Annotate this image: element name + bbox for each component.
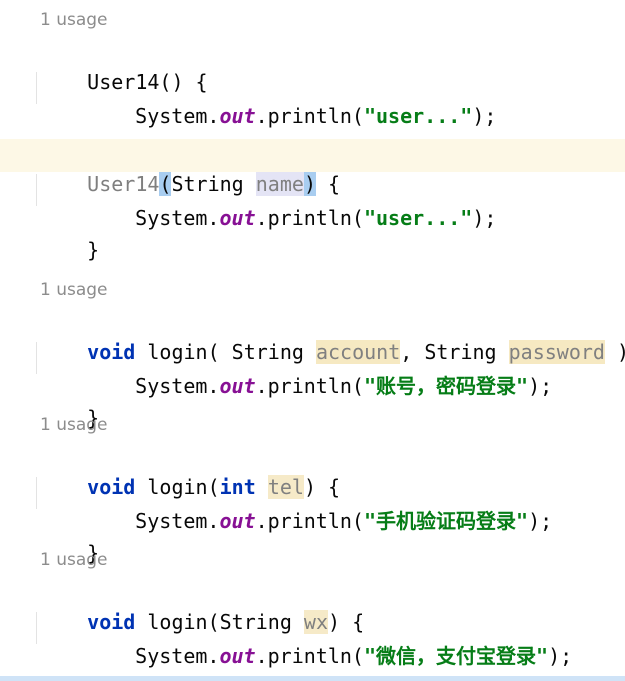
editor-bottom-edge <box>0 676 625 681</box>
parameter-name: tel <box>267 475 304 499</box>
keyword-void: void <box>87 475 136 499</box>
code-token: out <box>219 644 256 668</box>
keyword-void: void <box>87 340 136 364</box>
code-line[interactable]: User14() { <box>39 40 207 94</box>
matched-paren: ( <box>159 172 172 196</box>
parameter-name: password <box>508 340 605 364</box>
closing-brace: } <box>87 406 100 430</box>
code-token: .println( <box>255 104 364 128</box>
code-line[interactable]: } <box>39 208 99 262</box>
closing-brace: } <box>87 238 100 262</box>
code-token: ); <box>528 509 553 533</box>
indent-guide <box>36 477 37 509</box>
code-token: , String <box>400 340 509 364</box>
code-token: ); <box>472 104 497 128</box>
code-token: ) { <box>303 475 341 499</box>
code-token: String <box>171 172 256 196</box>
code-token: .println( <box>255 509 364 533</box>
code-token: ) { <box>328 610 365 634</box>
indent-guide <box>36 612 37 644</box>
indent-guide <box>36 342 37 374</box>
code-line[interactable]: } <box>39 511 99 565</box>
string-literal: "账号，密码登录" <box>363 374 529 398</box>
code-line[interactable]: } <box>39 376 99 430</box>
code-token: out <box>219 509 256 533</box>
parameter-name: wx <box>303 610 329 634</box>
string-literal: "user..." <box>363 104 473 128</box>
code-token: .println( <box>255 206 364 230</box>
keyword-int: int <box>219 475 256 499</box>
code-token: System. <box>135 104 220 128</box>
closing-brace: } <box>87 541 100 565</box>
usage-hint[interactable]: 1 usage <box>40 550 108 570</box>
code-line[interactable]: } <box>39 107 99 161</box>
method-name: login( <box>135 475 220 499</box>
parameter-name: account <box>315 340 401 364</box>
code-line[interactable]: System.out.println("user..."); <box>87 176 496 230</box>
code-line[interactable]: System.out.println("user..."); <box>87 74 496 128</box>
code-token: { <box>315 172 341 196</box>
code-token: out <box>219 374 256 398</box>
code-line[interactable]: void login(String wx) { <box>39 580 364 634</box>
usage-hint[interactable]: 1 usage <box>40 415 108 435</box>
code-token: System. <box>135 206 220 230</box>
code-token: ); <box>472 206 497 230</box>
code-token: ) { <box>605 340 625 364</box>
string-literal: "手机验证码登录" <box>363 509 529 533</box>
indent-guide <box>36 174 37 206</box>
method-name: login( String <box>135 340 316 364</box>
constructor-name: User14 <box>87 172 160 196</box>
keyword-void: void <box>87 610 136 634</box>
indent-guide <box>36 72 37 104</box>
constructor-signature: User14() { <box>87 70 208 94</box>
code-line[interactable]: System.out.println("手机验证码登录"); <box>87 479 552 533</box>
code-line[interactable]: void login( String account, String passw… <box>39 310 625 364</box>
code-token: System. <box>135 509 220 533</box>
code-token: out <box>219 206 256 230</box>
parameter-name: name <box>255 172 304 196</box>
code-line[interactable]: void login(int tel) { <box>39 445 340 499</box>
matched-paren: ) <box>303 172 316 196</box>
code-token: System. <box>135 644 220 668</box>
method-name: login(String <box>135 610 304 634</box>
usage-hint[interactable]: 1 usage <box>40 280 108 300</box>
code-token: out <box>219 104 256 128</box>
code-token: ); <box>548 644 573 668</box>
code-token: .println( <box>255 644 364 668</box>
usage-hint[interactable]: 1 usage <box>40 10 108 30</box>
code-line[interactable]: System.out.println("微信，支付宝登录"); <box>87 614 572 668</box>
code-token: .println( <box>255 374 364 398</box>
code-token: ); <box>528 374 553 398</box>
string-literal: "user..." <box>363 206 473 230</box>
code-line[interactable]: User14(String name) { <box>39 142 340 196</box>
code-token: System. <box>135 374 220 398</box>
current-line-highlight <box>0 139 625 172</box>
string-literal: "微信，支付宝登录" <box>363 644 549 668</box>
code-line[interactable]: } <box>39 646 99 681</box>
code-line[interactable]: System.out.println("账号，密码登录"); <box>87 344 552 398</box>
